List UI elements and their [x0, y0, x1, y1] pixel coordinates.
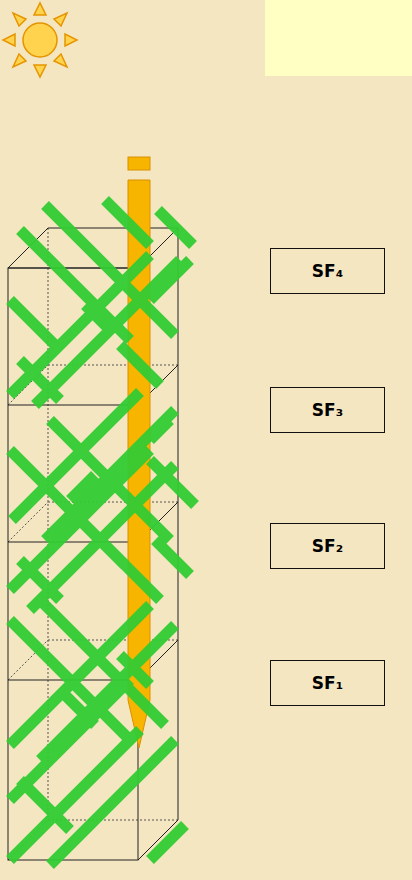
note-panel — [265, 0, 412, 76]
stratum-label-box: SF₁ — [270, 660, 385, 706]
stratum-label-box: SF₃ — [270, 387, 385, 433]
stratum-label: SF₃ — [312, 400, 343, 420]
stratum-label-box: SF₄ — [270, 248, 385, 294]
sun-symbol — [3, 3, 77, 77]
stratum-label-box: SF₂ — [270, 523, 385, 569]
stratum-label: SF₁ — [312, 673, 343, 693]
stratum-label: SF₄ — [312, 261, 343, 281]
leaf-strokes — [10, 200, 195, 865]
stratum-label: SF₂ — [312, 536, 343, 556]
